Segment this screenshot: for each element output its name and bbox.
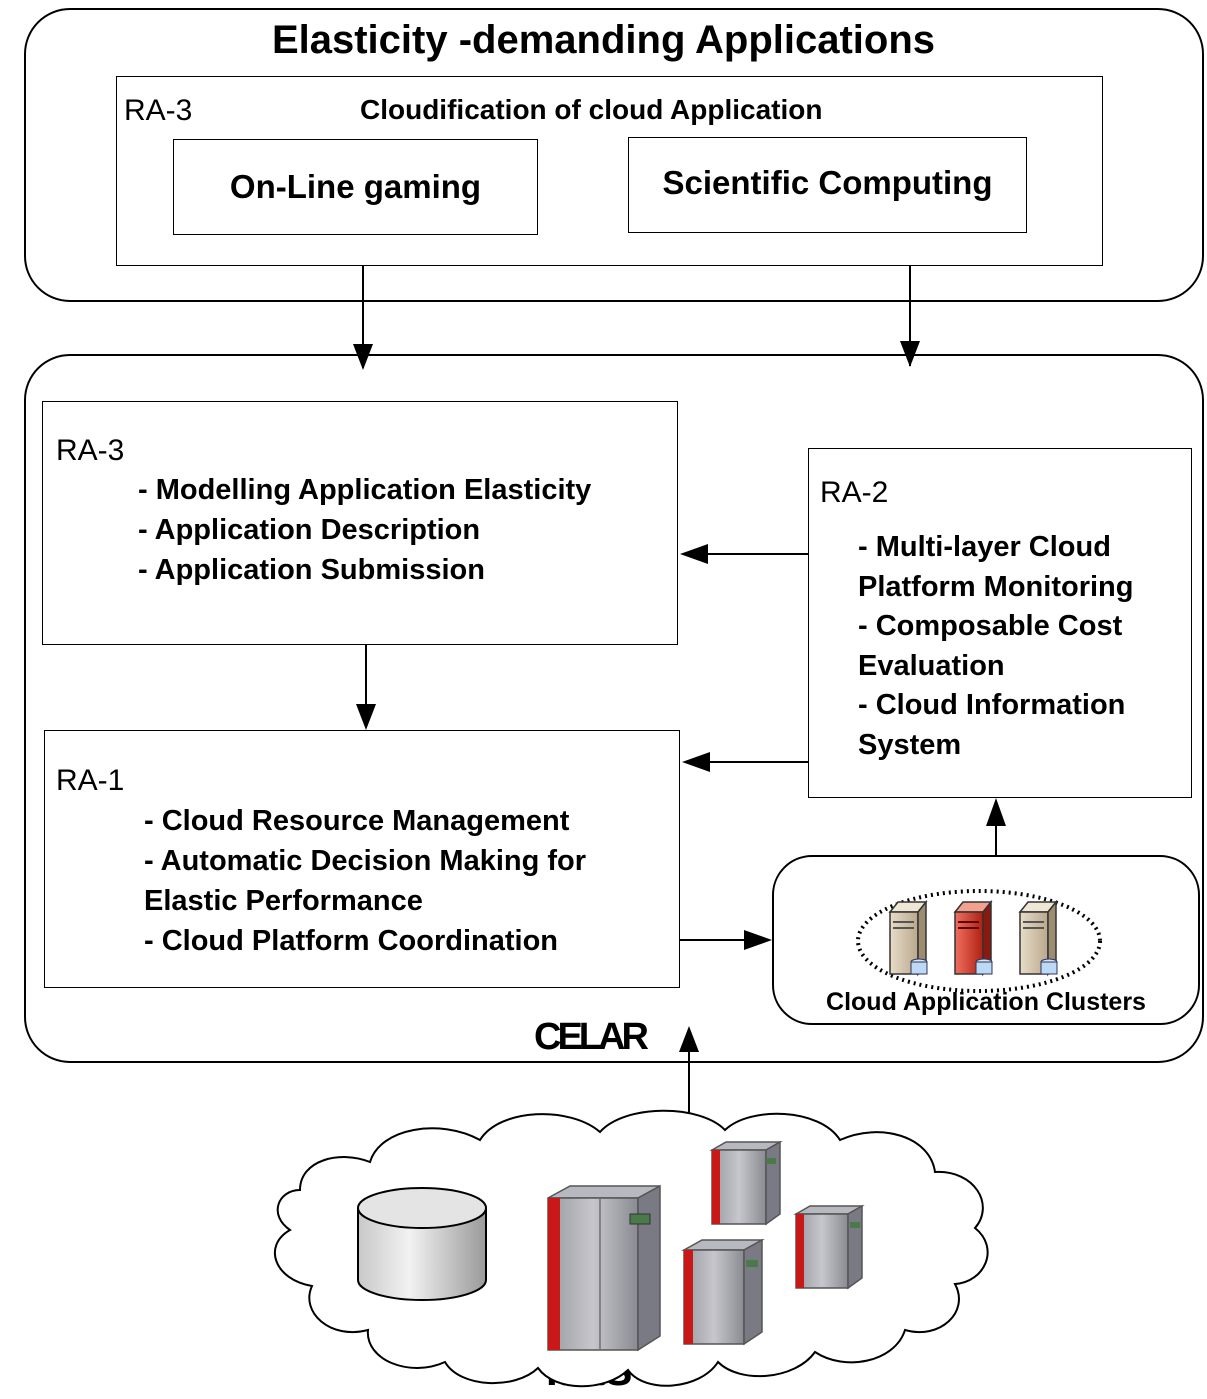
vm-server-icon [793, 1204, 865, 1290]
scientific-computing-label: Scientific Computing [662, 164, 993, 201]
vm-server-icon [681, 1238, 765, 1346]
ra3-label: RA-3 [56, 434, 125, 467]
ra2-items: - Multi-layer Cloud Platform Monitoring … [858, 528, 1133, 765]
vms-label: VMs [782, 1300, 834, 1330]
ra3-item: - Application Description [138, 514, 481, 546]
ra2-line: Platform Monitoring [858, 570, 1134, 603]
celar-label: CELAR [534, 1016, 649, 1058]
ra3-item: - Application Submission [138, 554, 485, 586]
ra1-line: Elastic Performance [144, 885, 423, 917]
vm-server-icon [709, 1140, 783, 1226]
cloudification-ra-label: RA-3 [124, 94, 193, 127]
ra2-line: System [858, 728, 962, 761]
ra3-item: - Modelling Application Elasticity [138, 474, 592, 506]
online-gaming-label: On-Line gaming [229, 168, 482, 205]
clusters-label: Cloud Application Clusters [826, 988, 1146, 1016]
ra2-label: RA-2 [820, 476, 889, 509]
iaas-label: IaaS [546, 1347, 633, 1394]
ra2-box [808, 448, 1192, 798]
ra1-label: RA-1 [56, 764, 125, 797]
ra3-box [42, 401, 678, 645]
ra2-line: - Multi-layer Cloud [858, 531, 1111, 563]
ra1-box [44, 730, 680, 988]
cloudification-title: Cloudification of cloud Application [360, 94, 823, 125]
ra1-line: - Cloud Resource Management [144, 805, 570, 837]
online-gaming-box [173, 139, 538, 235]
vm-server-icon [547, 1184, 661, 1352]
data-label: Data [391, 1314, 446, 1344]
ra2-line: - Composable Cost [858, 610, 1123, 642]
scientific-computing-box [628, 137, 1027, 233]
ra2-line: - Cloud Information [858, 689, 1126, 721]
database-icon [357, 1187, 487, 1301]
ra1-items: - Cloud Resource Management - Automatic … [144, 801, 586, 961]
ra1-line: - Automatic Decision Making for [144, 845, 587, 877]
iaas-cloud-shape [273, 1109, 989, 1388]
applications-title: Elasticity -demanding Applications [271, 18, 936, 62]
ra1-line: - Cloud Platform Coordination [144, 925, 559, 957]
ra3-items: - Modelling Application Elasticity - App… [138, 470, 591, 590]
ra2-line: Evaluation [858, 649, 1005, 682]
